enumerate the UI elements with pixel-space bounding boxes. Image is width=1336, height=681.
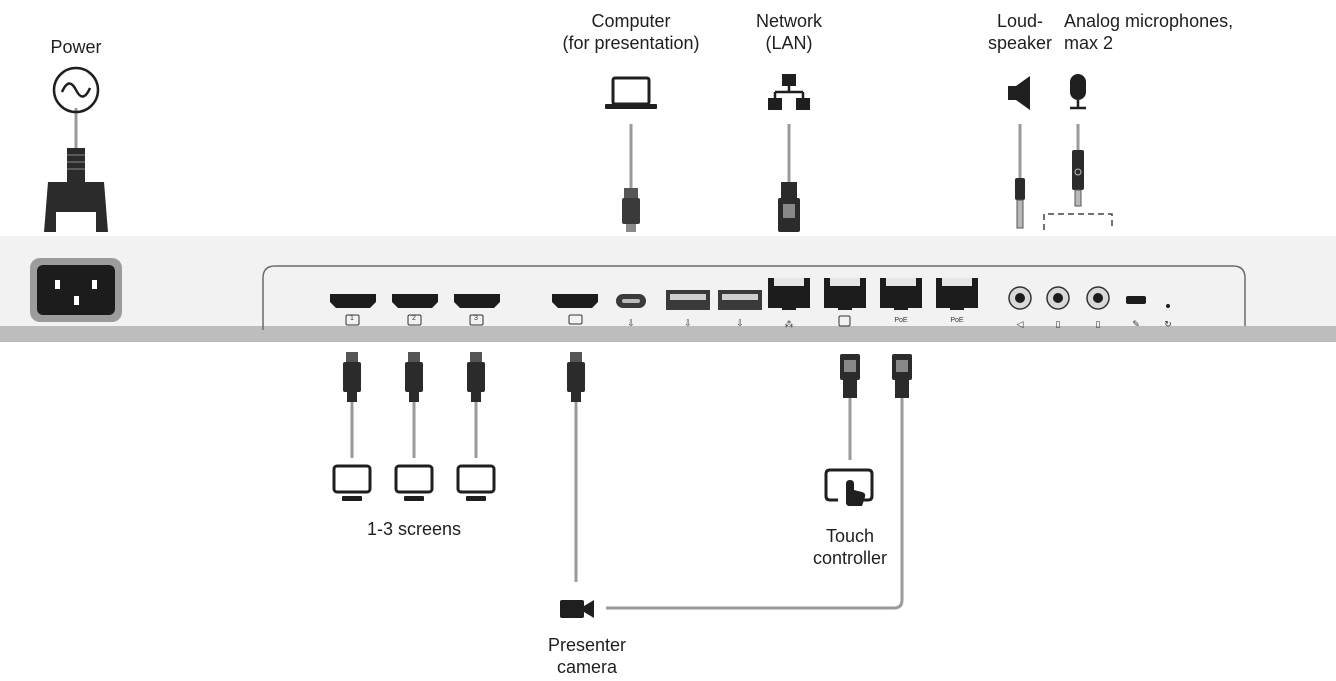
- ethernet-port-lan: [768, 278, 810, 310]
- power-cable: [44, 108, 108, 232]
- poe-port-label-2: PoE: [950, 317, 964, 324]
- port-glyphs: ⇩ ⇩ ⁂ ◁ ▯ ▯ ✎ ↻: [684, 315, 1172, 330]
- touch-label-line2: controller: [812, 548, 888, 568]
- hdmi-out-ports: [330, 294, 500, 326]
- loudspeaker-cable: [1015, 124, 1025, 229]
- svg-text:⁂: ⁂: [785, 319, 794, 330]
- svg-text:◁: ◁: [1017, 320, 1024, 330]
- screen-cables: [343, 352, 485, 458]
- screens-label: 1-3 screens: [366, 519, 462, 539]
- microphone-icon: [1070, 74, 1086, 110]
- camera-hdmi-cable: [567, 352, 585, 582]
- usb-c-port: ⇩: [616, 294, 646, 329]
- device-panel: [0, 236, 1336, 342]
- touch-panel-icon: [824, 468, 874, 506]
- svg-text:⇩: ⇩: [684, 319, 692, 329]
- usb-a-ports: [666, 290, 762, 310]
- audio-jacks: [1008, 286, 1110, 310]
- camera-label-line2: camera: [556, 657, 618, 677]
- laptop-icon: [605, 76, 657, 109]
- camera-label-line1: Presenter: [547, 635, 627, 655]
- poe-port-label-1: PoE: [894, 317, 908, 324]
- svg-text:⇩: ⇩: [627, 319, 635, 329]
- microphones-label-line2: max 2: [1064, 33, 1114, 53]
- svg-text:▯: ▯: [1056, 320, 1061, 330]
- screen-2-number: 2: [412, 315, 416, 322]
- power-ac-icon: [52, 66, 100, 114]
- ethernet-port-poe-1: [880, 278, 922, 310]
- loudspeaker-label-line1: Loud-: [996, 11, 1044, 31]
- monitor-icon: [332, 464, 496, 501]
- computer-label-line1: Computer: [591, 11, 671, 31]
- svg-text:↻: ↻: [1164, 320, 1172, 330]
- microphone-cable: [1043, 124, 1113, 230]
- service-ports: [1126, 296, 1170, 308]
- computer-label-line2: (for presentation): [562, 33, 700, 53]
- loudspeaker-label-line2: speaker: [987, 33, 1053, 53]
- screen-3-number: 3: [474, 315, 478, 322]
- touch-cable: [840, 354, 860, 460]
- poe-camera-cable: [606, 354, 912, 610]
- speaker-icon: [1008, 76, 1030, 110]
- svg-text:▯: ▯: [1096, 320, 1101, 330]
- microphones-label-line1: Analog microphones,: [1064, 11, 1234, 31]
- svg-text:⇩: ⇩: [736, 319, 744, 329]
- network-cable: [778, 124, 800, 232]
- ethernet-ports: [768, 278, 978, 310]
- ethernet-port-poe-2: [936, 278, 978, 310]
- hdmi-in-port: [552, 294, 598, 325]
- screen-1-number: 1: [350, 315, 354, 322]
- computer-cable: [622, 124, 640, 232]
- power-label: Power: [50, 37, 102, 57]
- ethernet-port-touch: [824, 278, 866, 310]
- camera-icon: [560, 600, 594, 618]
- network-label-line2: (LAN): [765, 33, 813, 53]
- touch-label-line1: Touch: [825, 526, 875, 546]
- svg-text:✎: ✎: [1132, 320, 1140, 330]
- network-icon: [768, 74, 810, 110]
- network-label-line1: Network: [755, 11, 822, 31]
- power-inlet: [30, 258, 122, 322]
